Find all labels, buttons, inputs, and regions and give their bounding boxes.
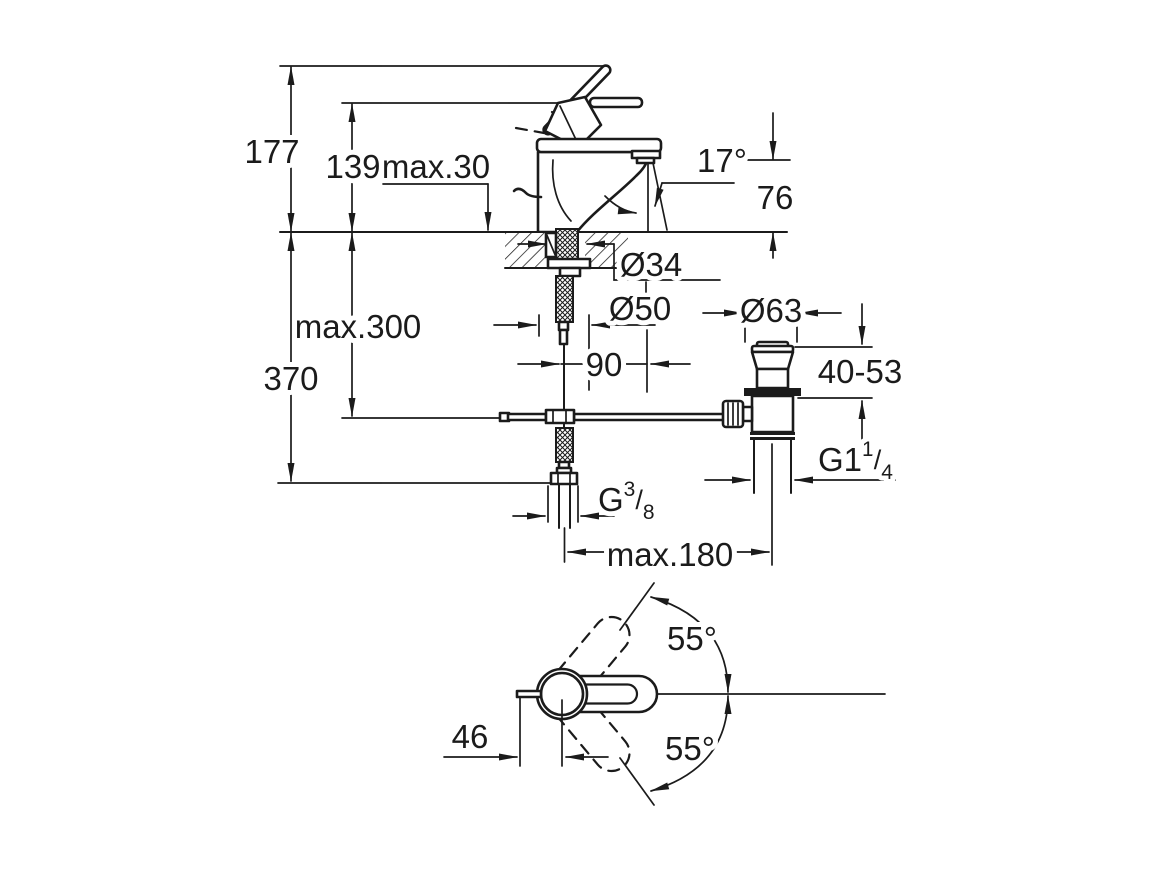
dimension-hose-max300: max.300 (290, 232, 426, 417)
pop-up-rod-right (572, 412, 729, 422)
reference-lines (277, 65, 791, 484)
dimension-swing-down-55: 55° (650, 695, 732, 792)
pop-up-waste-assembly (721, 340, 801, 566)
dimension-depth-370: 370 (258, 232, 324, 482)
dim-label-370: 370 (263, 360, 318, 397)
dimension-basin-40-53: 40-53 (794, 303, 907, 440)
dimension-hole-dia-34: Ø34 (517, 240, 721, 288)
dimension-spout-angle-17: 17° (654, 137, 752, 207)
waste-gasket (744, 388, 801, 396)
dim-label-177: 177 (244, 133, 299, 170)
top-view: 55° 55° 46 (443, 582, 886, 806)
dim-label-o63: Ø63 (740, 292, 802, 329)
dimension-lever-height-139: 139 (320, 103, 386, 232)
dim-label-max300: max.300 (295, 308, 422, 345)
waste-body (750, 394, 795, 434)
body-inner-curve (551, 159, 572, 222)
dimension-thread-g114: G11/4 (704, 433, 898, 489)
rod-coupler (544, 408, 576, 425)
spout-aerator-tip (635, 156, 656, 165)
dim-label-40-53: 40-53 (818, 353, 902, 390)
dimension-offset-46: 46 (443, 713, 609, 761)
dimension-spout-height-76: 76 (752, 112, 798, 259)
dimension-thread-g38: G3/8 (512, 473, 660, 529)
supply-hose-lower (555, 427, 574, 463)
dimension-spacing-max180: max.180 (567, 531, 770, 578)
dimension-waste-dia-63: Ø63 (702, 287, 842, 343)
supply-nut (549, 471, 579, 486)
dim-label-55-bottom: 55° (665, 730, 715, 767)
dimension-total-height-177: 177 (239, 66, 305, 232)
side-view: 177 139 max.30 17° 76 Ø34 (239, 64, 907, 578)
pop-up-rod-left (506, 412, 548, 422)
dimension-base-dia-50: Ø50 (493, 285, 676, 391)
supply-hose-upper (555, 275, 574, 323)
dim-label-17deg: 17° (697, 142, 747, 179)
pop-up-pull-rod (512, 187, 543, 199)
dim-label-55-top: 55° (667, 620, 717, 657)
faucet-deck (535, 137, 663, 154)
dim-label-o34: Ø34 (620, 246, 682, 283)
dim-label-139: 139 (325, 148, 380, 185)
lever-horizontal (588, 96, 644, 109)
dim-label-o50: Ø50 (609, 290, 671, 327)
dimension-swing-up-55: 55° (650, 596, 732, 693)
counter-section (504, 233, 629, 269)
dim-label-max30: max.30 (382, 148, 490, 185)
dim-label-90: 90 (586, 346, 623, 383)
dimension-reach-90: 90 (517, 281, 691, 393)
locknut (546, 257, 592, 270)
dim-label-g38: G3/8 (598, 478, 655, 524)
dimension-deck-max30: max.30 (377, 143, 495, 231)
dim-label-76: 76 (757, 179, 794, 216)
mounting-shank-assembly (498, 228, 729, 563)
dim-label-46: 46 (452, 718, 489, 755)
handle-pin (515, 689, 543, 699)
dim-label-g114: G11/4 (818, 438, 893, 484)
top-view-centerlines (519, 582, 886, 806)
dim-label-max180: max.180 (607, 536, 734, 573)
